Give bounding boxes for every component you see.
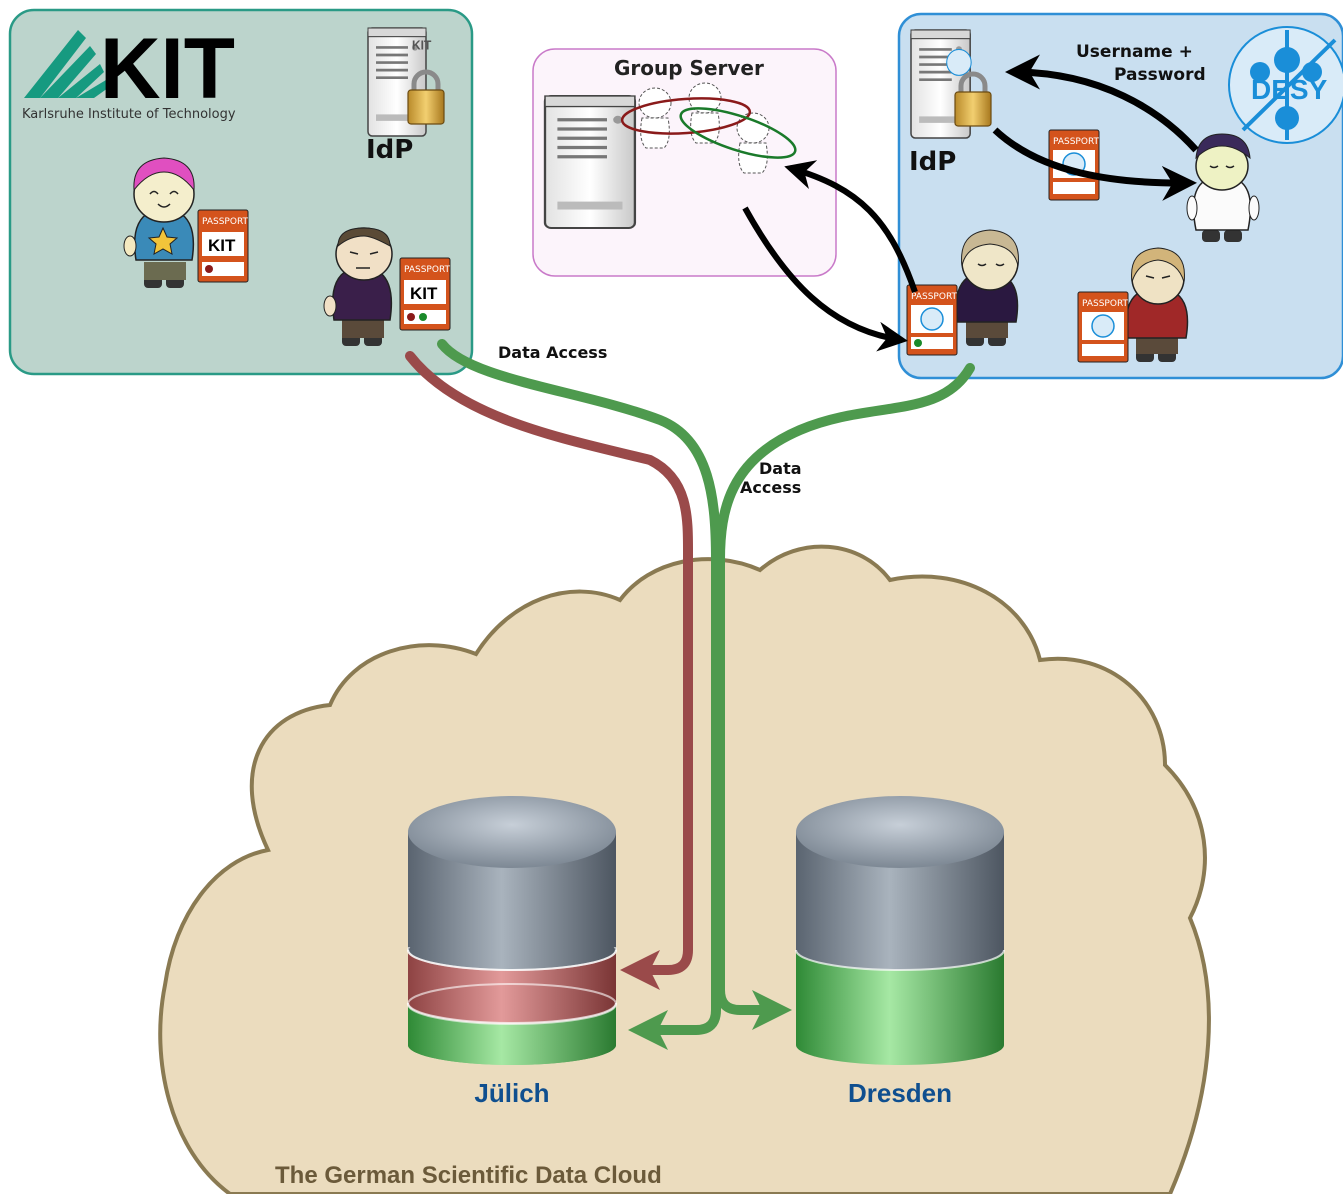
red-data-access-flow <box>405 351 694 975</box>
group-server-server-icon <box>543 94 637 230</box>
kit-subtitle: Karlsruhe Institute of Technology <box>22 107 236 122</box>
desy-credentials-line1: Username + <box>1076 42 1193 62</box>
group-membership-response-arrow <box>742 206 908 352</box>
green-flow-arrowhead-dresden <box>752 990 792 1030</box>
passport-label: PASSPORT <box>1082 299 1129 309</box>
desy-idp-server-icon <box>909 28 972 140</box>
green-flow-arrowhead-julich <box>628 1010 668 1050</box>
kit-dark-passport-icon: PASSPORT KIT <box>399 257 451 331</box>
green-data-access-flow-kit <box>437 339 721 1035</box>
passport-kit-logo: KIT <box>410 284 438 303</box>
data-access-label-top: Data Access <box>498 343 607 362</box>
kit-logo-text: KIT <box>100 21 235 117</box>
desy-idp-label: IdP <box>909 147 956 177</box>
desy-curly-person-icon <box>955 229 1019 346</box>
passport-label: PASSPORT <box>1053 137 1100 147</box>
desy-logo-icon: DESY <box>1228 26 1343 144</box>
desy-curly-passport-icon: PASSPORT <box>906 284 958 356</box>
kit-idp-server-icon: KIT <box>366 26 432 138</box>
cloud-title: The German Scientific Data Cloud <box>275 1162 662 1189</box>
desy-red-person-icon <box>1125 247 1189 362</box>
group-members-icon <box>638 82 770 174</box>
kit-panel: KIT Karlsruhe Institute of Technology KI… <box>8 8 474 376</box>
passport-kit-logo: KIT <box>208 236 236 255</box>
desy-panel: DESY Username + Password IdP PASSPORT <box>897 12 1343 380</box>
passport-issue-arrow <box>992 127 1197 201</box>
kit-logo-icon: KIT <box>24 21 235 117</box>
desy-red-passport-icon: PASSPORT <box>1077 291 1129 363</box>
julich-label: Jülich <box>474 1078 549 1108</box>
group-server-title: Group Server <box>614 56 764 80</box>
svg-text:KIT: KIT <box>412 38 432 53</box>
green-data-access-flow-desy <box>715 363 975 1015</box>
kit-pink-passport-icon: PASSPORT KIT <box>197 209 249 283</box>
kit-idp-label: IdP <box>366 135 413 165</box>
group-green-ring <box>679 107 797 159</box>
desy-logo-text: DESY <box>1251 74 1328 105</box>
group-server-panel: Group Server <box>532 48 837 277</box>
dresden-database-icon <box>795 796 1005 1065</box>
data-access-label-mid-line1: Data <box>759 459 802 478</box>
desy-credentials-line2: Password <box>1114 65 1206 85</box>
passport-label: PASSPORT <box>911 292 958 302</box>
credentials-arrow <box>1005 54 1199 153</box>
red-flow-arrowhead <box>620 950 660 990</box>
kit-user-dark-person-icon <box>323 227 393 346</box>
kit-user-pink-person-icon <box>123 157 195 288</box>
group-membership-query-arrow <box>784 160 918 293</box>
data-access-label-mid-line2: Access <box>740 478 801 497</box>
dresden-label: Dresden <box>848 1078 952 1108</box>
passport-label: PASSPORT <box>202 217 249 227</box>
group-red-ring <box>620 97 752 135</box>
julich-database-icon <box>407 796 617 1065</box>
passport-label: PASSPORT <box>404 265 451 275</box>
desy-scientist-person-icon <box>1186 133 1260 242</box>
